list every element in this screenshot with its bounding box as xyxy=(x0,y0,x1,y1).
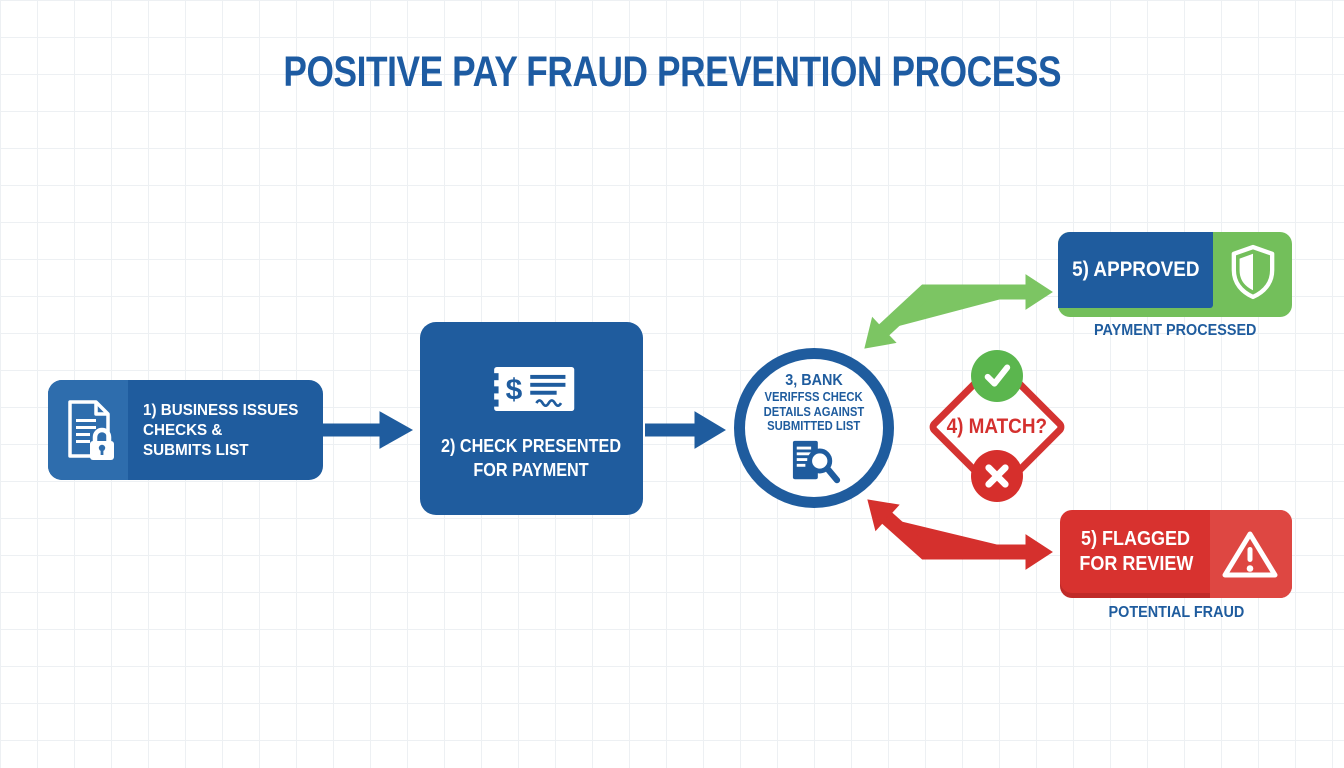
step4-match-decision: 4) MATCH? xyxy=(926,350,1068,502)
approved-caption: PAYMENT PROCESSED xyxy=(1058,322,1292,340)
document-magnifier-icon xyxy=(792,440,841,484)
flagged-caption-text: POTENTIAL FRAUD xyxy=(1108,604,1244,621)
document-lock-icon xyxy=(68,400,114,460)
flagged-caption: POTENTIAL FRAUD xyxy=(1060,604,1292,622)
step5-approved-box: 5) APPROVED xyxy=(1058,232,1292,317)
step3-line2: VERIFFSS CHECK xyxy=(764,390,864,405)
shield-icon xyxy=(1231,244,1275,300)
step1-icon-panel xyxy=(48,380,128,480)
flagged-line1: 5) FLAGGED xyxy=(1081,528,1191,550)
step1-line1: 1) BUSINESS ISSUES xyxy=(143,402,299,419)
flagged-label: 5) FLAGGED FOR REVIEW xyxy=(1060,510,1212,594)
approved-caption-text: PAYMENT PROCESSED xyxy=(1093,322,1257,339)
arrow-match-to-flagged xyxy=(867,499,1053,570)
step2-line2: FOR PAYMENT xyxy=(473,460,590,480)
step2-line1: 2) CHECK PRESENTED xyxy=(441,436,622,456)
page-title-text: POSITIVE PAY FRAUD PREVENTION PROCESS xyxy=(283,48,1061,96)
approved-label-panel: 5) APPROVED xyxy=(1058,232,1213,308)
step1-business-issues-box: 1) BUSINESS ISSUES CHECKS & SUBMITS LIST xyxy=(48,380,323,480)
warning-triangle-icon xyxy=(1222,531,1278,578)
step3-line4: SUBMITTED LIST xyxy=(767,419,861,434)
step2-label: 2) CHECK PRESENTED FOR PAYMENT xyxy=(420,434,643,482)
page-title: POSITIVE PAY FRAUD PREVENTION PROCESS xyxy=(0,48,1344,97)
step4-label: 4) MATCH? xyxy=(927,357,1067,497)
step1-label: 1) BUSINESS ISSUES CHECKS & SUBMITS LIST xyxy=(143,401,307,461)
step3-line3: DETAILS AGAINST xyxy=(763,404,865,419)
flagged-line2: FOR REVIEW xyxy=(1078,553,1193,575)
arrow-step2-to-step3 xyxy=(645,411,726,449)
step3-line1: 3, BANK xyxy=(785,372,843,390)
arrow-match-to-approved xyxy=(864,274,1053,349)
step2-check-presented-box: $ 2) CHECK PRESENTED FOR PAYMENT xyxy=(420,322,643,515)
step5-flagged-box: 5) FLAGGED FOR REVIEW xyxy=(1060,510,1292,598)
x-circle-icon xyxy=(971,450,1023,502)
approved-label: 5) APPROVED xyxy=(1071,258,1200,281)
arrow-step1-to-step2 xyxy=(322,411,414,449)
check-dollar-icon: $ xyxy=(490,367,575,411)
checkmark-circle-icon xyxy=(971,350,1023,402)
step1-line2: CHECKS & xyxy=(143,422,223,439)
step1-line3: SUBMITS LIST xyxy=(143,442,249,459)
step3-bank-verifies-circle: 3, BANK VERIFFSS CHECK DETAILS AGAINST S… xyxy=(734,348,894,508)
step4-label-text: 4) MATCH? xyxy=(946,415,1048,438)
check-dollar-glyph: $ xyxy=(506,374,523,407)
